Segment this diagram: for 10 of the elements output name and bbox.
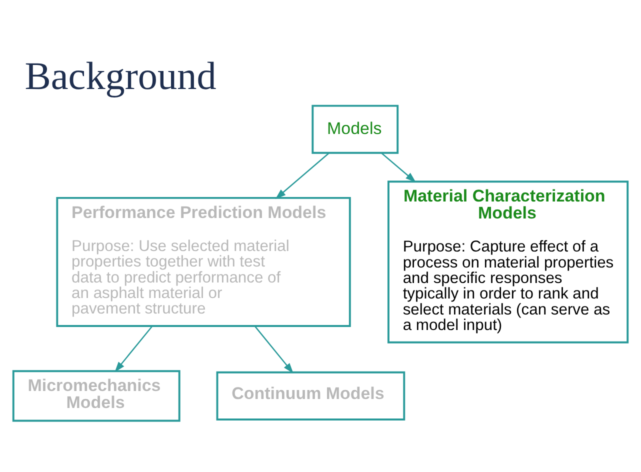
node-box: Performance Prediction Models Purpose: Use selected material properties together with test data to predict performance of an asphalt material or pavement structure [56, 196, 351, 326]
node-box: Models [312, 104, 399, 154]
node-box: Micromechanics Models [12, 370, 180, 422]
arrow [254, 325, 294, 373]
diagram-title: Background [24, 54, 216, 98]
node-box: Continuum Models [216, 370, 406, 420]
arrow [114, 325, 153, 372]
arrow [381, 152, 416, 182]
node-box: Material Characterization Models Purpose: Capture effect of a process on material properties and specific responses typically in order to rank and select materials (can serve as a model input) [387, 180, 629, 343]
arrow [275, 152, 330, 199]
